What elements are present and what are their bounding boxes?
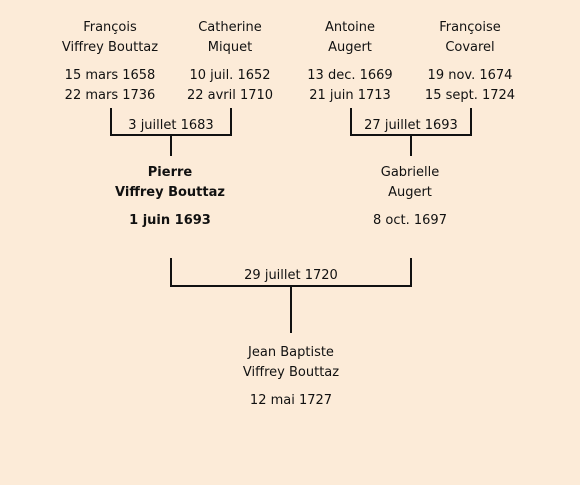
birth-date: 19 nov. 1674 (427, 68, 513, 83)
connector-parents-horizontal (170, 285, 412, 287)
first-name: François (83, 20, 137, 35)
connector-left-horizontal (110, 134, 232, 136)
connector-parents-down (290, 287, 292, 333)
marriage-date-parents: 29 juillet 1720 (244, 268, 338, 283)
connector-right-vertical-b (470, 108, 472, 136)
marriage-date-right: 27 juillet 1693 (364, 118, 458, 133)
connector-right-down (410, 136, 412, 156)
marriage-date-left: 3 juillet 1683 (128, 118, 214, 133)
last-name: Miquet (207, 40, 253, 55)
first-name: Antoine (324, 20, 376, 35)
death-date: 22 mars 1736 (64, 88, 156, 103)
connector-right-vertical-a (350, 108, 352, 136)
last-name: Viffrey Bouttaz (242, 365, 340, 380)
connector-parents-vertical-b (410, 258, 412, 287)
first-name: Françoise (439, 20, 501, 35)
last-name: Viffrey Bouttaz (115, 185, 225, 200)
person-antoine: Antoine Augert 13 dec. 1669 21 juin 1713 (280, 18, 420, 106)
person-francois: François Viffrey Bouttaz 15 mars 1658 22… (40, 18, 180, 106)
birth-date: 13 dec. 1669 (307, 68, 393, 83)
first-name: Pierre (147, 165, 193, 180)
connector-left-down (170, 136, 172, 156)
death-date: 21 juin 1713 (309, 88, 391, 103)
last-name: Augert (328, 40, 372, 55)
person-francoise: Françoise Covarel 19 nov. 1674 15 sept. … (400, 18, 540, 106)
connector-left-vertical-a (110, 108, 112, 136)
connector-parents-vertical-a (170, 258, 172, 287)
person-jean-baptiste: Jean Baptiste Viffrey Bouttaz 12 mai 172… (210, 343, 372, 411)
first-name: Catherine (198, 20, 262, 35)
death-date: 15 sept. 1724 (424, 88, 516, 103)
birth-date: 1 juin 1693 (129, 213, 211, 228)
birth-date: 12 mai 1727 (249, 393, 333, 408)
last-name: Covarel (445, 40, 495, 55)
person-pierre: Pierre Viffrey Bouttaz 1 juin 1693 (100, 163, 240, 231)
first-name: Gabrielle (380, 165, 440, 180)
death-date: 22 avril 1710 (186, 88, 274, 103)
birth-date: 8 oct. 1697 (373, 213, 447, 228)
birth-date: 10 juil. 1652 (189, 68, 271, 83)
connector-right-horizontal (350, 134, 472, 136)
person-catherine: Catherine Miquet 10 juil. 1652 22 avril … (160, 18, 300, 106)
connector-left-vertical-b (230, 108, 232, 136)
person-gabrielle: Gabrielle Augert 8 oct. 1697 (340, 163, 480, 231)
birth-date: 15 mars 1658 (64, 68, 156, 83)
first-name: Jean Baptiste (248, 345, 334, 360)
last-name: Augert (388, 185, 432, 200)
last-name: Viffrey Bouttaz (61, 40, 159, 55)
